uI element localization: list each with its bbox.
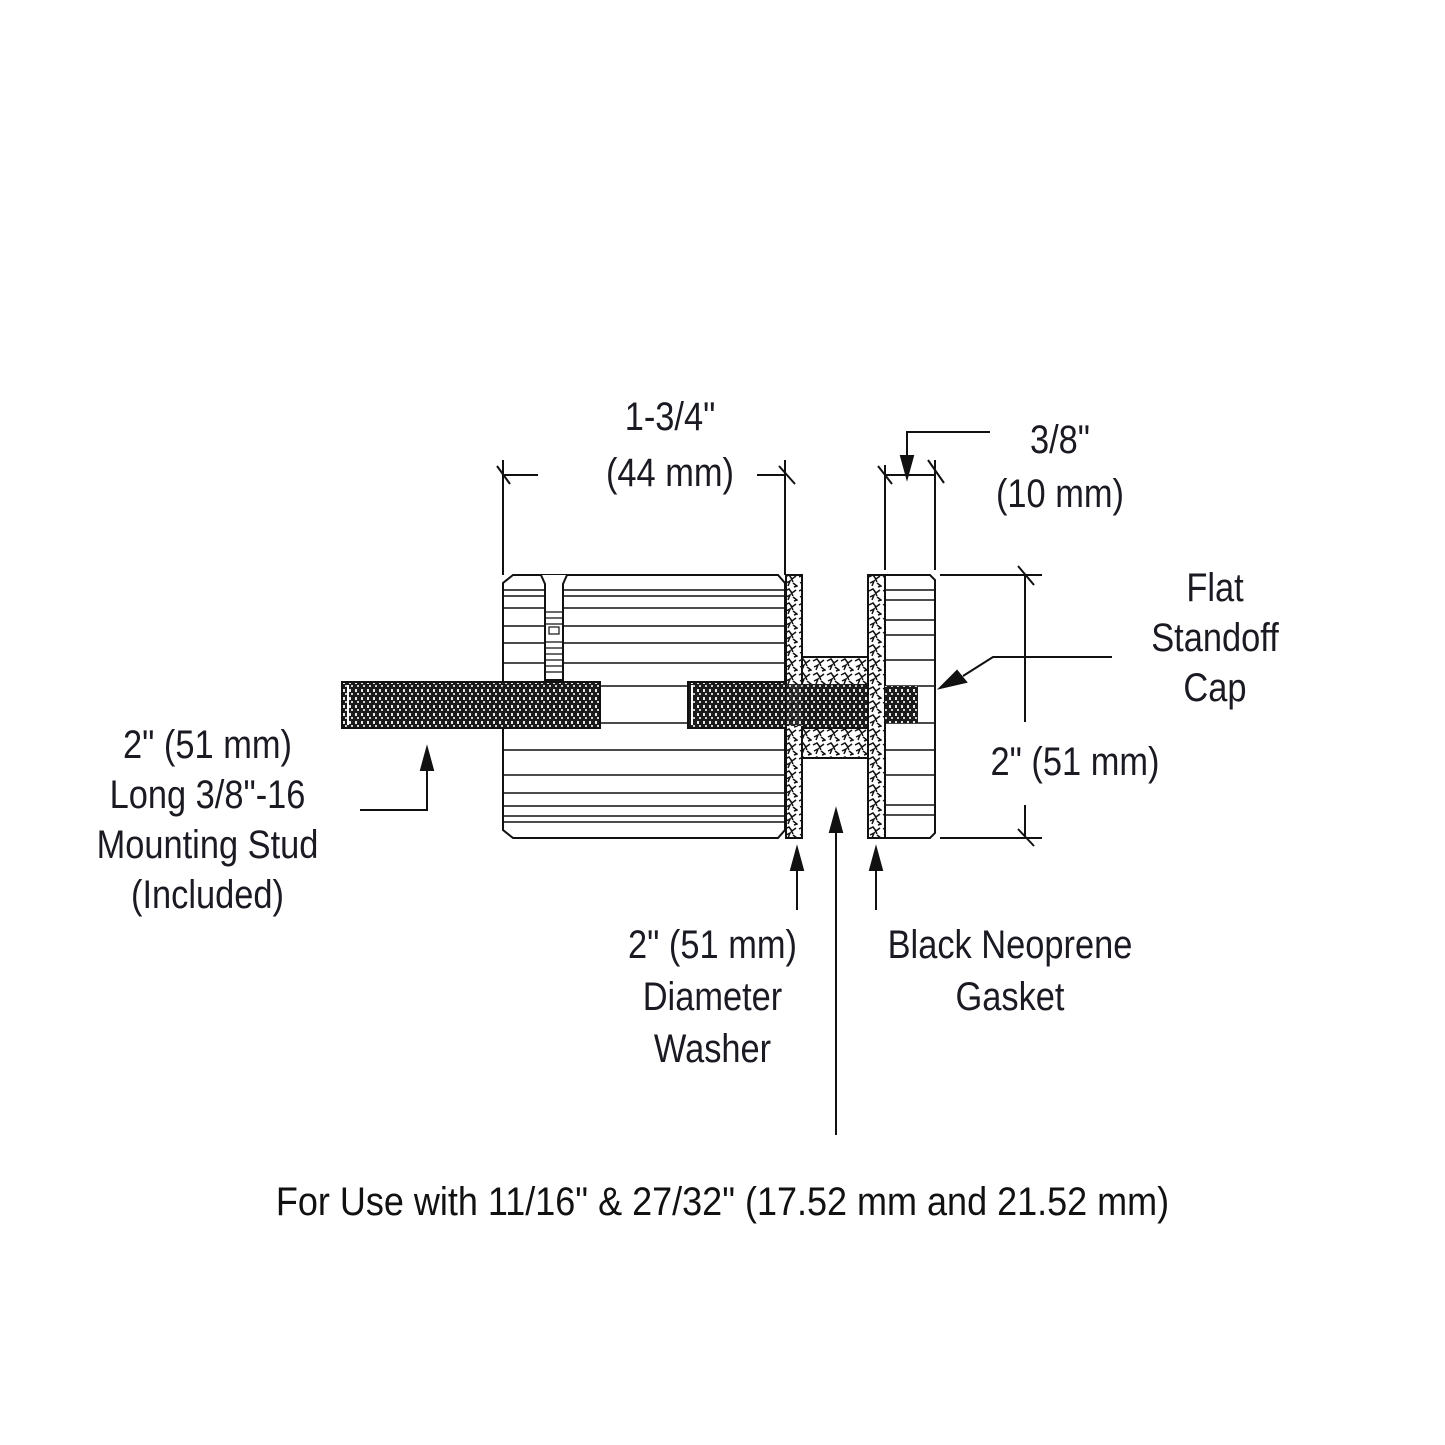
standoff-cap (884, 574, 936, 839)
gasket-callout-line-1: Black Neoprene (887, 923, 1133, 967)
dimension-cap-thickness (877, 431, 990, 570)
washer-callout: 2" (51 mm) Diameter Washer (616, 920, 810, 1074)
leader-glass (828, 806, 844, 1135)
glass-compatibility-note: For Use with 11/16" & 27/32" (17.52 mm a… (275, 1180, 1170, 1224)
diameter-text: 2" (51 mm) (990, 740, 1160, 784)
barrel-body (502, 574, 786, 839)
leader-stud (360, 744, 435, 811)
dimension-diameter (940, 565, 1042, 847)
stud-callout-line-4: (Included) (131, 873, 284, 917)
barrel-length-imperial: 1-3/4" (624, 395, 716, 439)
cap-thickness-metric: (10 mm) (995, 472, 1125, 516)
stud-callout: 2" (51 mm) Long 3/8"-16 Mounting Stud (I… (89, 720, 326, 920)
mounting-stud-left (341, 681, 601, 729)
leader-washer (789, 844, 805, 910)
leader-cap (936, 656, 1112, 690)
washer-callout-line-1: 2" (51 mm) (628, 923, 797, 967)
leader-gasket (868, 844, 884, 910)
gasket-callout: Black Neoprene Gasket (877, 920, 1144, 1022)
dimension-barrel-length (496, 460, 796, 575)
washer-callout-line-2: Diameter (642, 975, 783, 1019)
cap-callout-line-1: Flat (1186, 566, 1244, 610)
stud-callout-line-3: Mounting Stud (96, 823, 319, 867)
barrel-length-label: 1-3/4" (44 mm) (584, 392, 756, 498)
cap-callout-line-2: Standoff (1151, 616, 1279, 660)
gasket-callout-line-2: Gasket (955, 975, 1065, 1019)
stud-callout-line-1: 2" (51 mm) (123, 723, 292, 767)
washer-callout-line-3: Washer (653, 1027, 772, 1071)
cap-callout: Flat Standoff Cap (1138, 563, 1293, 713)
neoprene-gasket (867, 574, 886, 839)
cap-thickness-imperial: 3/8" (1029, 418, 1091, 462)
stud-callout-line-2: Long 3/8"-16 (109, 773, 306, 817)
cap-callout-line-3: Cap (1183, 666, 1247, 710)
barrel-length-metric: (44 mm) (605, 451, 735, 495)
diameter-label: 2" (51 mm) (976, 737, 1174, 787)
cap-thickness-label: 3/8" (10 mm) (974, 415, 1146, 519)
